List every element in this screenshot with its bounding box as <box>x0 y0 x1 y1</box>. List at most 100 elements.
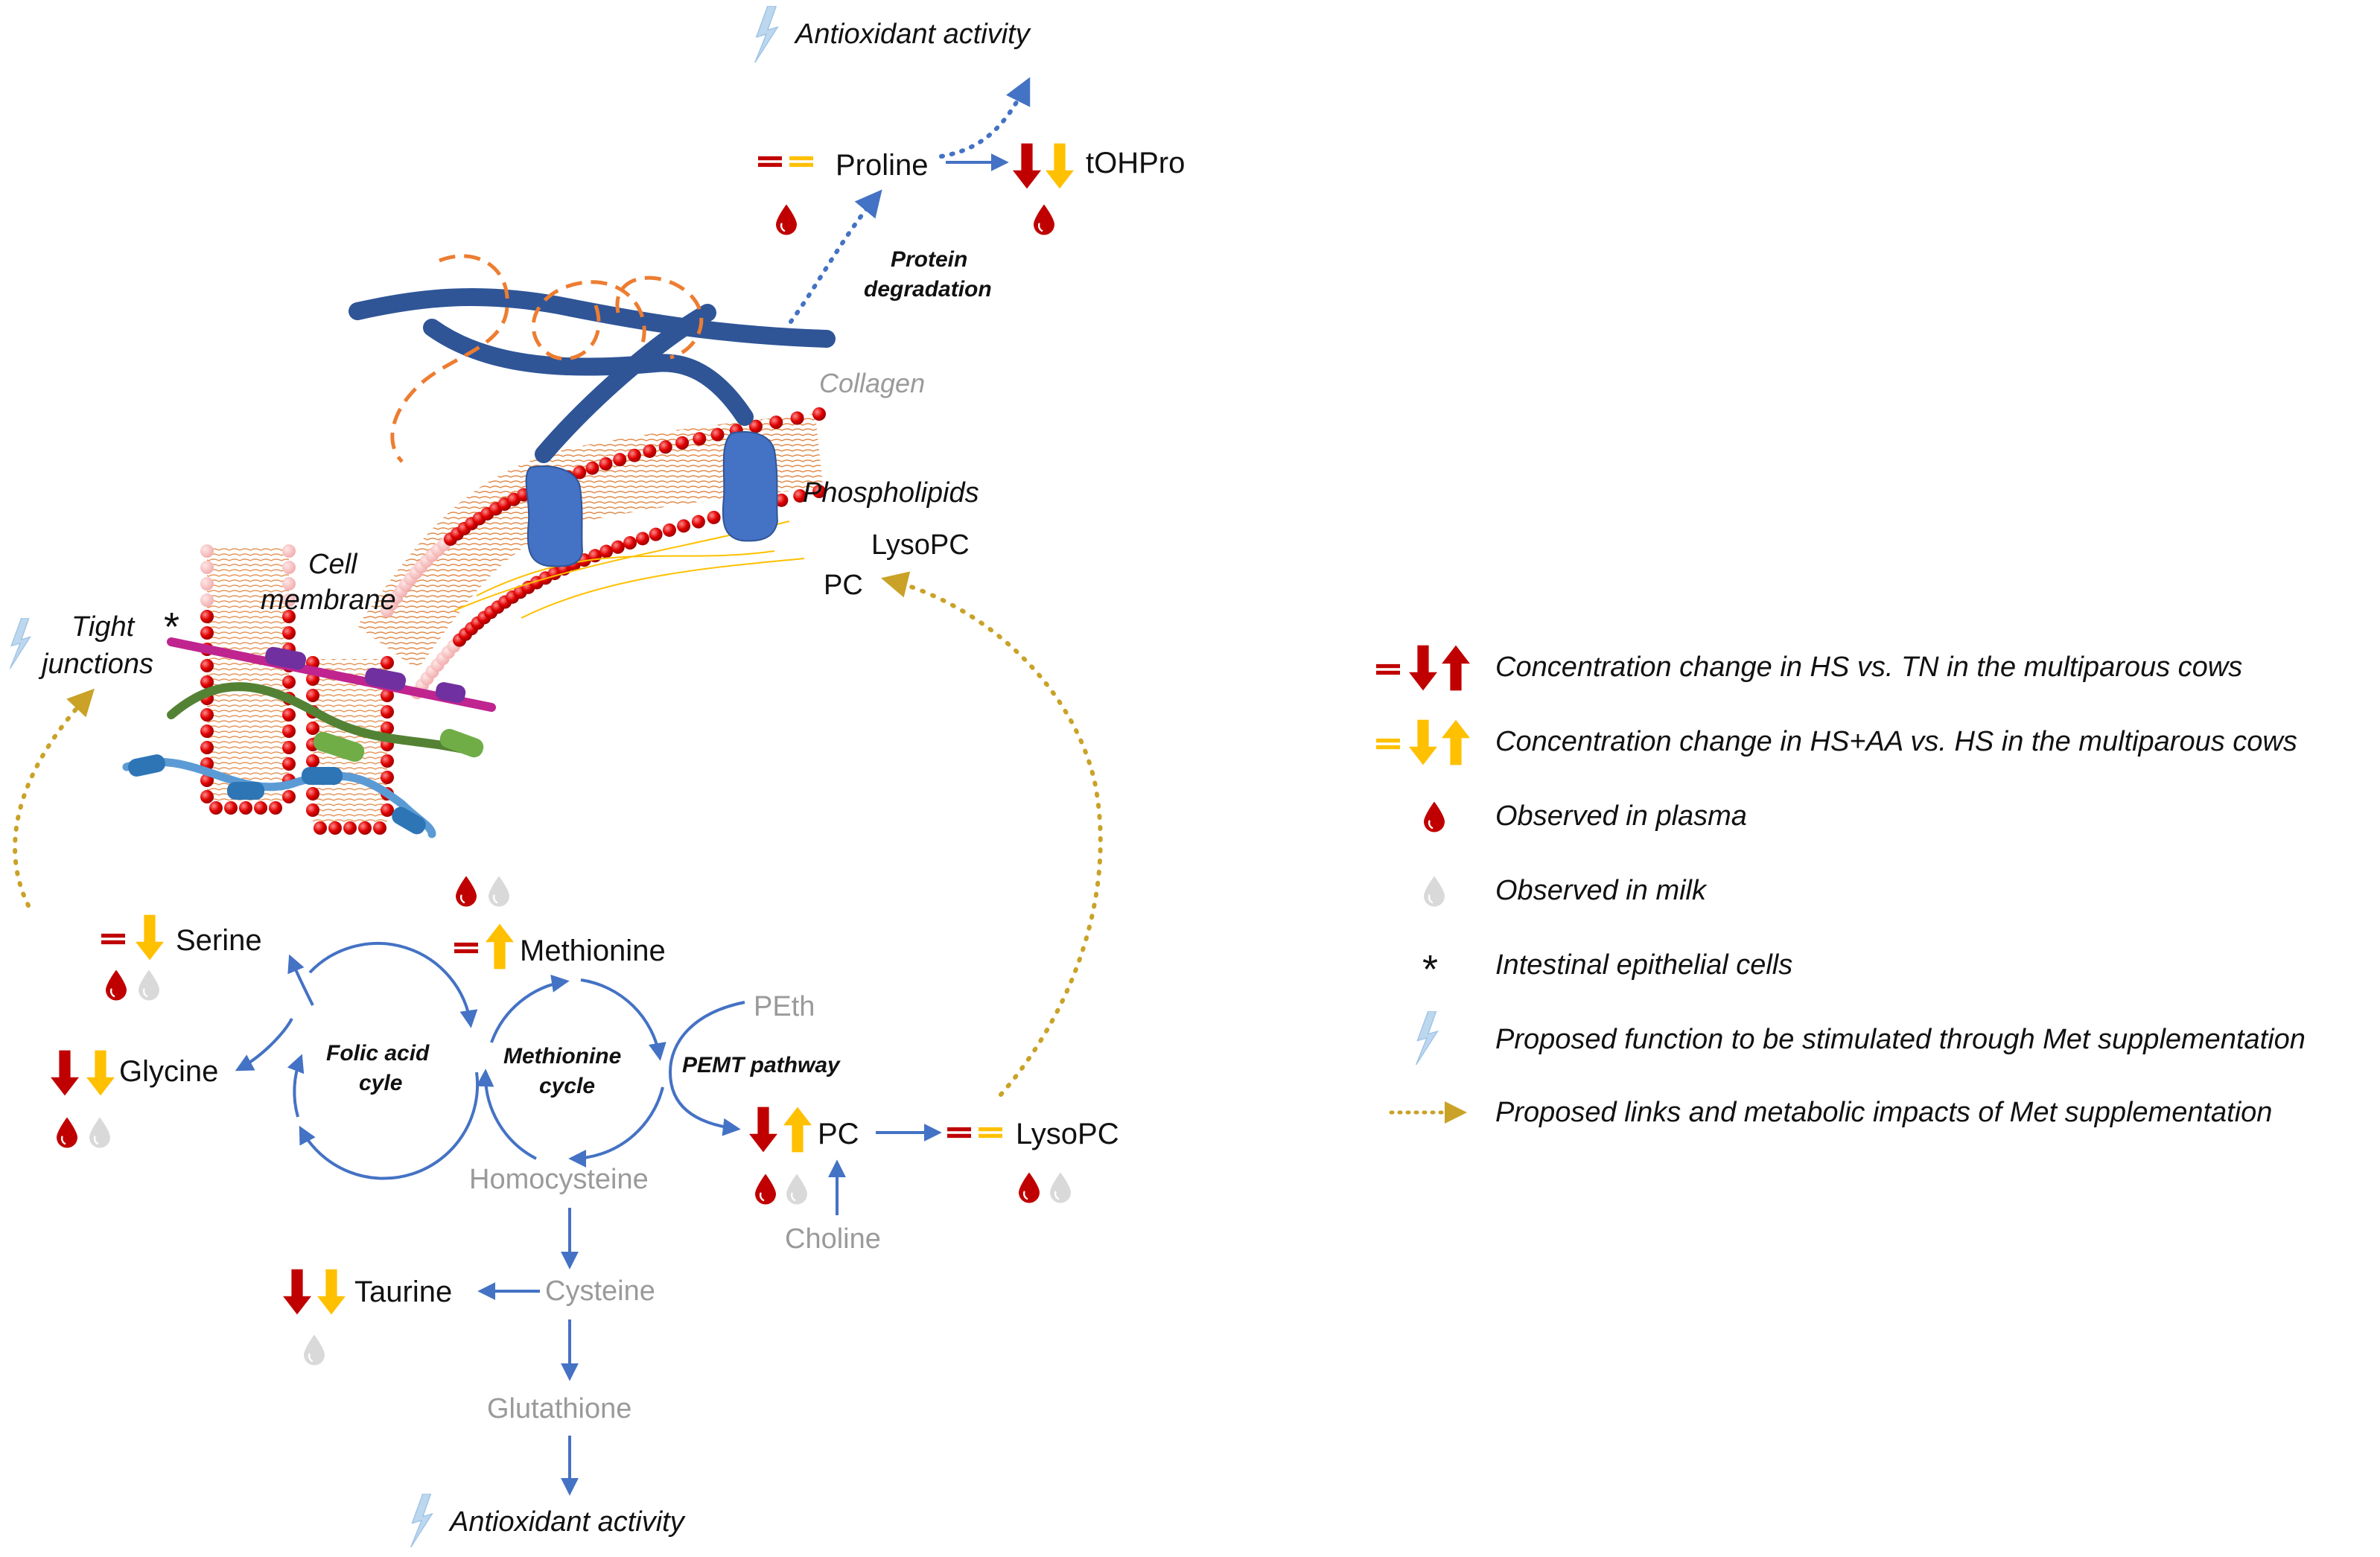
antioxidant-top-label: Antioxidant activity <box>794 19 1031 50</box>
phospholipid-head <box>306 722 319 735</box>
phospholipid-head <box>314 821 327 835</box>
phospholipid-head <box>658 440 672 454</box>
protein-degradation-1: Protein <box>891 247 967 272</box>
down-arrow-icon <box>51 1050 79 1096</box>
phospholipid-head <box>224 801 238 815</box>
phospholipid-head <box>381 754 394 768</box>
choline-label: Choline <box>785 1223 881 1255</box>
down-arrow-icon <box>749 1107 777 1153</box>
pemt-arcs <box>235 954 745 1136</box>
up-arrow-icon <box>1442 719 1470 765</box>
phospholipid-head <box>677 519 691 533</box>
methionine-cycle-label-1: Methionine <box>503 1044 621 1069</box>
phospholipid-head <box>381 656 394 669</box>
cell-membrane-label-1: Cell <box>308 549 358 580</box>
membrane-protein-left <box>525 465 584 567</box>
phospholipid-head <box>793 488 807 503</box>
lightning-icon-tight <box>9 618 31 669</box>
phospholipid-head <box>649 527 663 541</box>
down-arrow-icon <box>1409 645 1437 691</box>
proposed-links-dotted <box>13 571 1103 1097</box>
phospholipids-label: Phospholipids <box>803 477 979 509</box>
phospholipid-head <box>343 821 357 835</box>
plasma-drop-icon <box>1019 1172 1040 1203</box>
phospholipid-head <box>693 432 707 446</box>
phospholipid-head <box>812 485 826 498</box>
equal-sign-icon <box>1376 738 1400 750</box>
phospholipid-head <box>358 821 372 835</box>
pc-indicators <box>749 1107 812 1205</box>
phospholipid-head <box>306 803 319 817</box>
equal-sign-icon <box>979 1127 1002 1139</box>
serine-indicators <box>101 914 164 1001</box>
phospholipid-head <box>282 577 296 590</box>
phospholipid-head <box>611 540 625 554</box>
methionine-label: Methionine <box>520 934 666 967</box>
lightning-icon-top <box>754 6 778 63</box>
folic-acid-cycle <box>287 942 480 1180</box>
phospholipid-head <box>635 532 649 546</box>
collagen-fibers <box>349 254 836 463</box>
lightning-icon-legend <box>1415 1011 1439 1065</box>
membrane-protein-right <box>722 431 779 542</box>
glycine-label: Glycine <box>119 1055 218 1088</box>
phospholipid-head <box>707 510 721 524</box>
asterisk-icon: * <box>1422 947 1438 992</box>
dotted-protein-degradation <box>789 77 1031 324</box>
up-arrow-icon <box>486 923 514 969</box>
cysteine-label: Cysteine <box>545 1276 655 1307</box>
lysopc-label: LysoPC <box>1016 1118 1119 1150</box>
phospholipid-head <box>282 741 296 754</box>
tohpro-indicators <box>1013 143 1074 235</box>
milk-drop-icon <box>1050 1172 1071 1203</box>
phospholipid-head <box>282 675 296 689</box>
phospholipid-head <box>282 790 296 803</box>
phospholipid-head <box>691 515 705 529</box>
phospholipid-head <box>381 722 394 735</box>
phospholipid-head <box>282 544 296 558</box>
legend-proposed-function: Proposed function to be stimulated throu… <box>1495 1024 2306 1055</box>
pathway-arrows <box>477 153 1009 1496</box>
phospholipid-head <box>200 708 214 722</box>
phospholipid-head <box>774 493 789 507</box>
phospholipid-head <box>282 626 296 640</box>
milk-drop-icon <box>1424 876 1445 907</box>
down-arrow-icon <box>136 914 164 961</box>
methionine-indicators <box>454 876 514 969</box>
equal-sign-icon <box>1376 663 1400 675</box>
phospholipid-head <box>381 689 394 702</box>
taurine-indicators <box>283 1269 346 1366</box>
phospholipid-head <box>573 465 587 480</box>
phospholipid-head <box>209 801 223 815</box>
phospholipid-head <box>282 757 296 771</box>
up-arrow-icon <box>1442 645 1470 691</box>
phospholipid-head <box>282 708 296 722</box>
phospholipid-head <box>200 593 214 607</box>
homocysteine-label: Homocysteine <box>469 1164 649 1195</box>
plasma-drop-icon <box>755 1174 776 1205</box>
phospholipid-head <box>328 821 342 835</box>
lightning-icon-bottom <box>410 1494 433 1547</box>
equal-sign-icon <box>947 1127 971 1139</box>
phospholipid-head <box>381 771 394 784</box>
equal-sign-icon <box>789 156 813 168</box>
milk-drop-icon <box>139 969 159 1001</box>
tight-junctions-label-2: junctions <box>38 649 153 680</box>
plasma-drop-icon <box>1034 204 1054 235</box>
phospholipid-head <box>599 544 614 558</box>
down-arrow-icon <box>1409 719 1437 765</box>
equal-sign-icon <box>454 942 478 954</box>
folic-cycle-label-2: cyle <box>359 1071 402 1095</box>
phospholipid-head <box>200 610 214 623</box>
down-arrow-icon <box>86 1050 115 1096</box>
phospholipid-head <box>239 801 252 815</box>
phospholipid-head <box>200 659 214 672</box>
plasma-drop-icon <box>1424 801 1445 832</box>
tohpro-label: tOHPro <box>1086 147 1185 179</box>
phospholipid-head <box>613 453 627 467</box>
glycine-indicators <box>51 1050 115 1148</box>
phospholipid-head <box>269 801 282 815</box>
legend-hs-tn: Concentration change in HS vs. TN in the… <box>1495 652 2242 683</box>
proline-label: Proline <box>836 149 929 182</box>
taurine-label: Taurine <box>354 1276 452 1308</box>
